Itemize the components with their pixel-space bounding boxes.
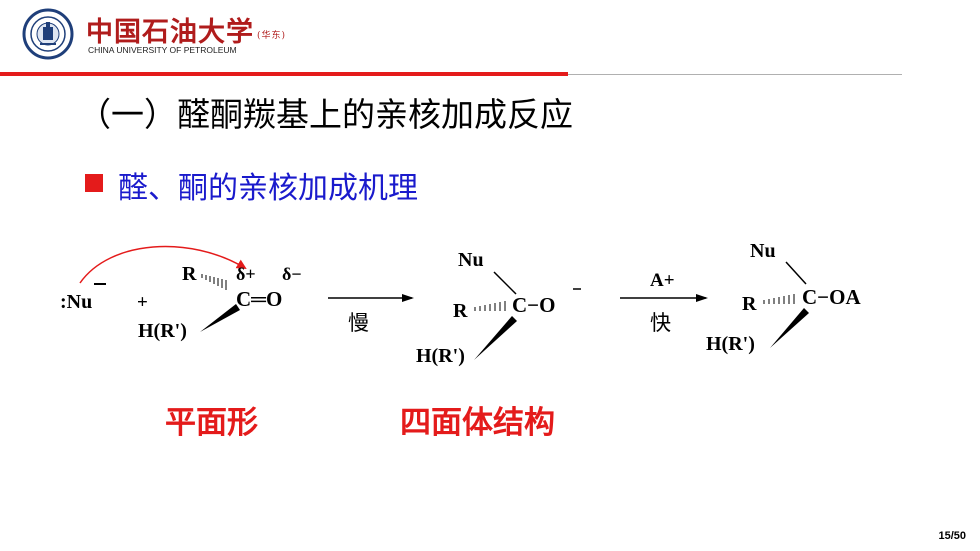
substituent-r: R bbox=[182, 263, 197, 285]
bullet-text: 醛、酮的亲核加成机理 bbox=[118, 171, 418, 206]
section-title: （一）醛酮羰基上的亲核加成反应 bbox=[78, 95, 573, 134]
product-hashed-bond bbox=[763, 294, 795, 304]
bullet-square-icon bbox=[85, 174, 103, 192]
header-divider-gray bbox=[568, 74, 902, 75]
hashed-bond bbox=[201, 274, 227, 290]
product-wedge-bond bbox=[770, 308, 809, 348]
plus-sign: + bbox=[137, 292, 148, 313]
intermediate-wedge-bond bbox=[474, 316, 517, 360]
product-nu: Nu bbox=[750, 240, 776, 262]
product-r: R bbox=[742, 293, 757, 315]
product-coa: C−OA bbox=[802, 285, 861, 309]
page-number: 15/50 bbox=[938, 530, 966, 542]
intermediate-hr: H(R') bbox=[416, 345, 465, 367]
caption-tetrahedral: 四面体结构 bbox=[400, 405, 555, 441]
carbonyl-group: C═O bbox=[236, 287, 282, 311]
reagent-a-plus: A+ bbox=[650, 270, 675, 291]
slow-label: 慢 bbox=[348, 311, 369, 335]
header-divider-red bbox=[0, 72, 568, 76]
university-name-cn: 中国石油大学(华东) bbox=[86, 17, 287, 48]
delta-plus: δ+ bbox=[236, 264, 256, 284]
substituent-hr: H(R') bbox=[138, 320, 187, 342]
nucleophile: :Nu bbox=[60, 291, 92, 313]
intermediate-alkoxide: C−O bbox=[512, 293, 555, 317]
fast-label: 快 bbox=[650, 311, 671, 335]
reaction-scheme: :Nu + R δ+ δ− C═O H(R') 慢 Nu R C−O H(R')… bbox=[60, 240, 861, 367]
intermediate-nu-bond bbox=[493, 271, 517, 295]
delta-minus: δ− bbox=[282, 264, 302, 284]
electron-push-arrow bbox=[79, 245, 247, 284]
university-name-en: CHINA UNIVERSITY OF PETROLEUM bbox=[88, 45, 237, 55]
intermediate-r: R bbox=[453, 300, 468, 322]
product-hr: H(R') bbox=[706, 333, 755, 355]
intermediate-hashed-bond bbox=[474, 301, 506, 311]
intermediate-nu: Nu bbox=[458, 249, 484, 271]
university-seal-icon bbox=[22, 8, 74, 60]
university-campus: (华东) bbox=[257, 31, 287, 41]
caption-planar: 平面形 bbox=[165, 405, 258, 441]
wedge-bond bbox=[200, 304, 240, 332]
product-nu-bond bbox=[785, 261, 807, 285]
